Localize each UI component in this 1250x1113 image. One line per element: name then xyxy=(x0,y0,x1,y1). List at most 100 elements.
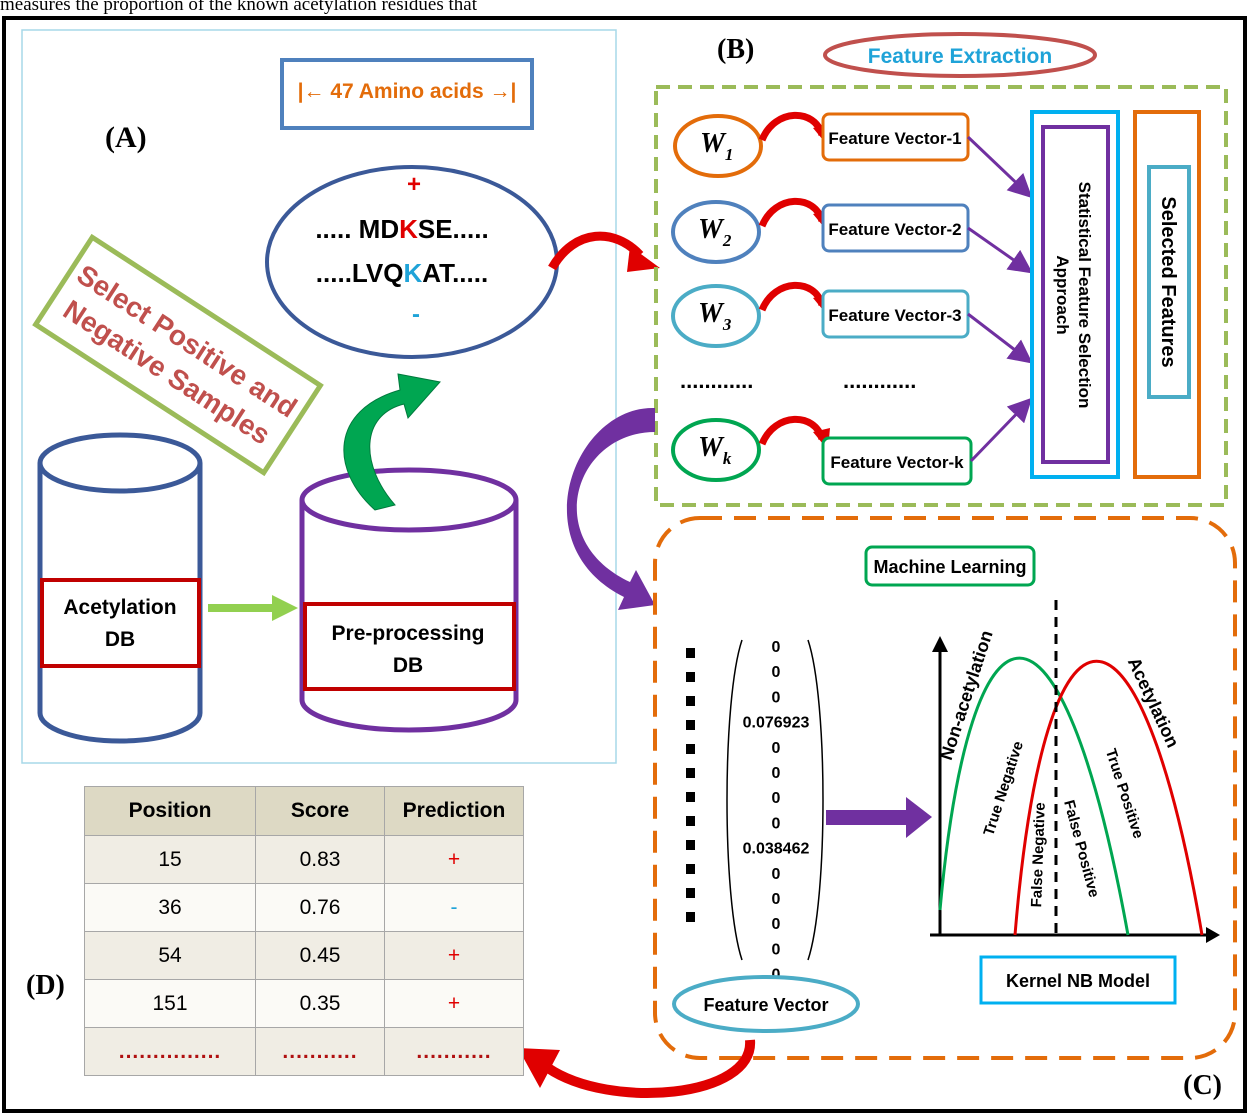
panel-b-label: (B) xyxy=(717,34,754,65)
table-row: 151 0.35 + xyxy=(84,979,524,1028)
svg-text:W1: W1 xyxy=(700,128,733,164)
red-arrow-head xyxy=(627,246,660,272)
prediction-table: Position Score Prediction 15 0.83 + 36 0… xyxy=(84,786,524,1076)
plus-sign: + xyxy=(407,171,421,198)
header-score: Score xyxy=(255,786,385,836)
vector-value: 0 xyxy=(772,967,781,984)
svg-text:W2: W2 xyxy=(698,214,732,250)
cell-position: 54 xyxy=(84,931,256,980)
panel-a-frame xyxy=(21,29,617,764)
selection-label-line1: Statistical Feature Selection xyxy=(1075,182,1094,409)
selection-label-line2: Approach xyxy=(1053,255,1072,334)
svg-text:Wk: Wk xyxy=(698,432,732,468)
panel-d-label: (D) xyxy=(26,970,65,1001)
vector-value: 0.038462 xyxy=(743,841,810,858)
cell-position: 36 xyxy=(84,883,256,932)
feature-vector-2: Feature Vector-2 xyxy=(828,220,961,239)
vector-value: 0.076923 xyxy=(743,715,810,732)
cell-score: 0.45 xyxy=(255,931,385,980)
svg-text:W3: W3 xyxy=(698,298,732,334)
arrow-db-to-preprocessing xyxy=(208,595,298,621)
cell-score: 0.76 xyxy=(255,883,385,932)
table-row: 36 0.76 - xyxy=(84,883,524,932)
figure-caption: measures the proportion of the known ace… xyxy=(0,0,477,15)
vector-value: 0 xyxy=(772,815,781,832)
arrow-vector-to-model xyxy=(826,797,932,838)
selected-features-label: Selected Features xyxy=(1157,196,1179,367)
minus-sign: - xyxy=(412,301,420,328)
kernel-nb-plot: Non-acetylation Acetylation True Negativ… xyxy=(930,600,1220,943)
vector-value: 0 xyxy=(772,740,781,757)
cell-prediction: + xyxy=(384,931,524,980)
green-curved-arrow xyxy=(343,373,441,511)
window-2: W2 Feature Vector-2 xyxy=(671,197,970,264)
cell-dots-score: ........... xyxy=(255,1027,385,1076)
window-1: W1 Feature Vector-1 xyxy=(673,111,970,178)
false-negative-label: False Negative xyxy=(1028,802,1049,908)
window-3: W3 Feature Vector-3 xyxy=(671,281,970,348)
window-1-w: W xyxy=(700,128,727,159)
machine-learning-title: Machine Learning xyxy=(873,557,1026,577)
purple-curved-arrow xyxy=(566,407,655,610)
feature-vector-ellipse xyxy=(672,975,860,1033)
red-arrow-to-feature-extraction xyxy=(548,231,644,271)
seq1-prefix: ..... MD xyxy=(315,214,399,244)
table-row: 15 0.83 + xyxy=(84,835,524,884)
acetylation-curve xyxy=(1013,660,1204,936)
true-negative-label: True Negative xyxy=(980,739,1027,838)
vector-right-paren xyxy=(807,639,824,961)
cell-dots-prediction: ........... xyxy=(384,1027,524,1076)
vector-value: 0 xyxy=(772,689,781,706)
feature-vector-label: Feature Vector xyxy=(703,995,828,1015)
window-k-w: W xyxy=(698,432,725,463)
feature-extraction-title: Feature Extraction xyxy=(868,45,1052,68)
vector-value: 0 xyxy=(772,664,781,681)
window-1-sub: 1 xyxy=(725,145,734,164)
red-arrow-to-table-head xyxy=(518,1048,560,1088)
cell-position: 151 xyxy=(84,979,256,1028)
window-size-box xyxy=(280,58,534,130)
vector-dots xyxy=(686,648,695,922)
ellipsis-left: ............ xyxy=(680,368,753,393)
cell-position: 15 xyxy=(84,835,256,884)
seq1-suffix: SE..... xyxy=(418,214,489,244)
selection-inner-box xyxy=(1041,125,1110,464)
preprocessing-db-line2: DB xyxy=(393,654,423,677)
cell-dots-position: ............... xyxy=(84,1027,256,1076)
feature-extraction-badge xyxy=(823,32,1097,78)
cell-prediction: + xyxy=(384,835,524,884)
non-acetylation-curve xyxy=(938,656,1130,936)
selected-features-text: Selected Features xyxy=(1157,196,1179,367)
panel-b-frame xyxy=(654,85,1228,507)
panel-c-label: (C) xyxy=(1183,1070,1222,1101)
seq2-suffix: AT..... xyxy=(422,258,488,288)
seq2-prefix: .....LVQ xyxy=(316,258,404,288)
vector-left-paren xyxy=(726,639,743,961)
kernel-nb-label: Kernel NB Model xyxy=(1006,971,1150,991)
seq2-site: K xyxy=(403,258,422,288)
window-2-w: W xyxy=(698,214,725,245)
acetylation-db-cylinder: Acetylation DB xyxy=(37,432,203,744)
preprocessing-db-line1: Pre-processing xyxy=(332,622,485,645)
vector-value: 0 xyxy=(772,790,781,807)
outer-frame xyxy=(2,16,1247,1113)
false-positive-label: False Positive xyxy=(1060,798,1102,899)
red-arrow-to-table xyxy=(545,1039,756,1098)
ellipsis-right: ............ xyxy=(843,368,916,393)
panel-a-label: (A) xyxy=(105,121,147,154)
feature-vector-1: Feature Vector-1 xyxy=(828,129,961,148)
acetylation-db-line2: DB xyxy=(105,628,135,651)
cell-prediction: + xyxy=(384,979,524,1028)
vector-value: 0 xyxy=(772,639,781,656)
acetylation-db-line1: Acetylation xyxy=(63,596,176,619)
vector-value: 0 xyxy=(772,765,781,782)
cell-score: 0.83 xyxy=(255,835,385,884)
window-3-sub: 3 xyxy=(722,315,732,334)
vector-value: 0 xyxy=(772,866,781,883)
sequence-positive: ..... MDKSE..... xyxy=(315,214,488,244)
window-3-w: W xyxy=(698,298,725,329)
cell-prediction: - xyxy=(384,883,524,932)
window-2-sub: 2 xyxy=(722,231,732,250)
